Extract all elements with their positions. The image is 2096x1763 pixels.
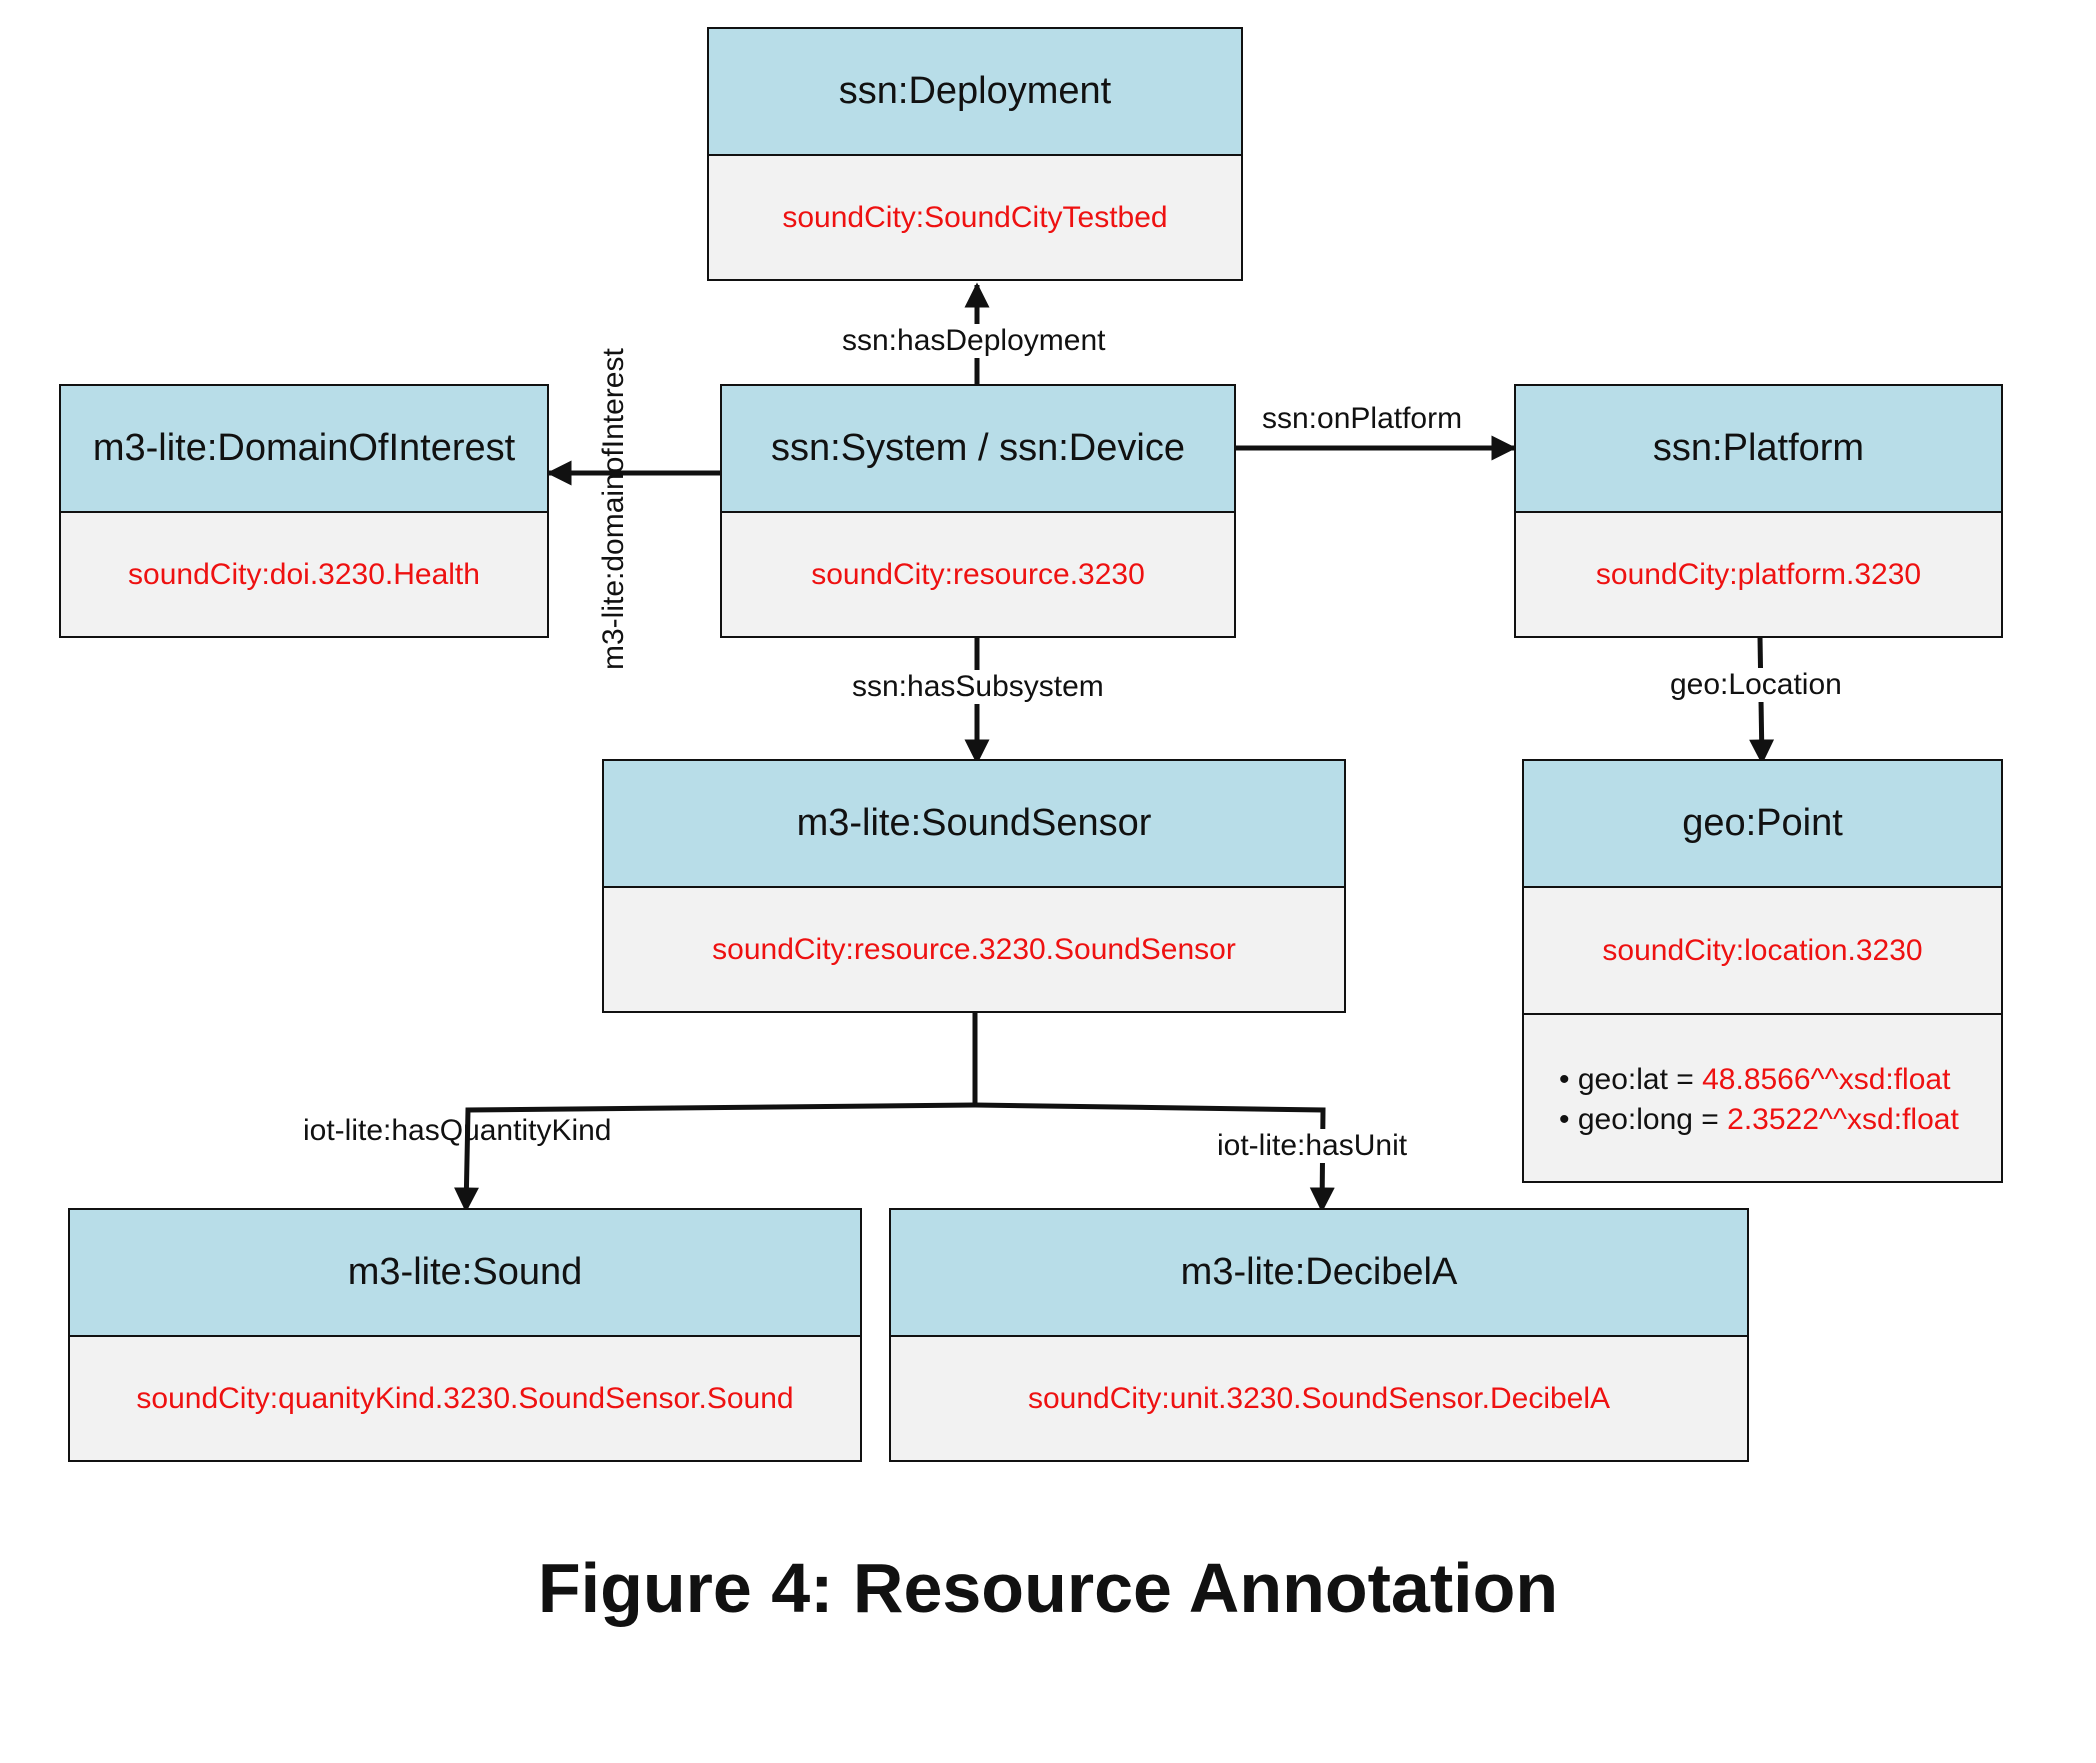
edge-label-domain-of-interest: m3-lite:domainofInterest — [597, 348, 630, 670]
attribute-value: 2.3522^^xsd:float — [1727, 1103, 1959, 1136]
node-system-instance: soundCity:resource.3230 — [811, 557, 1145, 591]
attribute-name: geo:lat = — [1577, 1063, 1703, 1096]
attribute-geo-lat: • geo:lat = 48.8566^^xsd:float — [1559, 1063, 1951, 1096]
node-sound-class: m3-lite:Sound — [70, 1210, 860, 1337]
node-point-attributes: • geo:lat = 48.8566^^xsd:float • geo:lon… — [1524, 1013, 2001, 1181]
edge-label-geo-location: geo:Location — [1670, 668, 1842, 702]
edge-label-has-unit: iot-lite:hasUnit — [1217, 1129, 1408, 1163]
node-sensor-class: m3-lite:SoundSensor — [604, 761, 1344, 888]
figure-caption: Figure 4: Resource Annotation — [537, 1549, 1559, 1627]
node-system-device: ssn:System / ssn:Device soundCity:resour… — [720, 384, 1236, 638]
edge-label-has-deployment: ssn:hasDeployment — [842, 324, 1106, 358]
edge-has-unit — [974, 1102, 1335, 1213]
node-deployment-class: ssn:Deployment — [709, 29, 1241, 156]
node-sound-sensor: m3-lite:SoundSensor soundCity:resource.3… — [602, 759, 1346, 1013]
attribute-geo-long: • geo:long = 2.3522^^xsd:float — [1559, 1103, 1959, 1136]
node-deployment-instance: soundCity:SoundCityTestbed — [782, 200, 1168, 234]
attribute-name: geo:long = — [1577, 1103, 1728, 1136]
node-deployment: ssn:Deployment soundCity:SoundCityTestbe… — [707, 27, 1243, 281]
node-platform: ssn:Platform soundCity:platform.3230 — [1514, 384, 2003, 638]
node-platform-class: ssn:Platform — [1516, 386, 2001, 513]
edge-has-quantity-kind — [453, 1102, 976, 1213]
node-system-class: ssn:System / ssn:Device — [722, 386, 1234, 513]
edge-label-has-quantity-kind: iot-lite:hasQuantityKind — [303, 1114, 612, 1147]
edge-label-has-subsystem: ssn:hasSubsystem — [852, 670, 1104, 704]
node-decibel-instance: soundCity:unit.3230.SoundSensor.DecibelA — [1027, 1381, 1611, 1415]
edge-label-on-platform: ssn:onPlatform — [1262, 402, 1463, 435]
attribute-value: 48.8566^^xsd:float — [1702, 1063, 1951, 1096]
node-sound-instance: soundCity:quanityKind.3230.SoundSensor.S… — [136, 1381, 794, 1415]
node-platform-instance: soundCity:platform.3230 — [1595, 557, 1922, 591]
node-decibel-a: m3-lite:DecibelA soundCity:unit.3230.Sou… — [889, 1208, 1749, 1462]
node-domain-of-interest: m3-lite:DomainOfInterest soundCity:doi.3… — [59, 384, 549, 638]
node-point-class: geo:Point — [1524, 761, 2001, 888]
node-decibel-class: m3-lite:DecibelA — [891, 1210, 1747, 1337]
node-domain-instance: soundCity:doi.3230.Health — [128, 557, 480, 591]
node-sensor-instance: soundCity:resource.3230.SoundSensor — [712, 932, 1236, 966]
node-domain-class: m3-lite:DomainOfInterest — [61, 386, 547, 513]
node-sound: m3-lite:Sound soundCity:quanityKind.3230… — [68, 1208, 862, 1462]
node-point-instance: soundCity:location.3230 — [1602, 933, 1923, 967]
node-geo-point: geo:Point soundCity:location.3230 • geo:… — [1522, 759, 2003, 1183]
